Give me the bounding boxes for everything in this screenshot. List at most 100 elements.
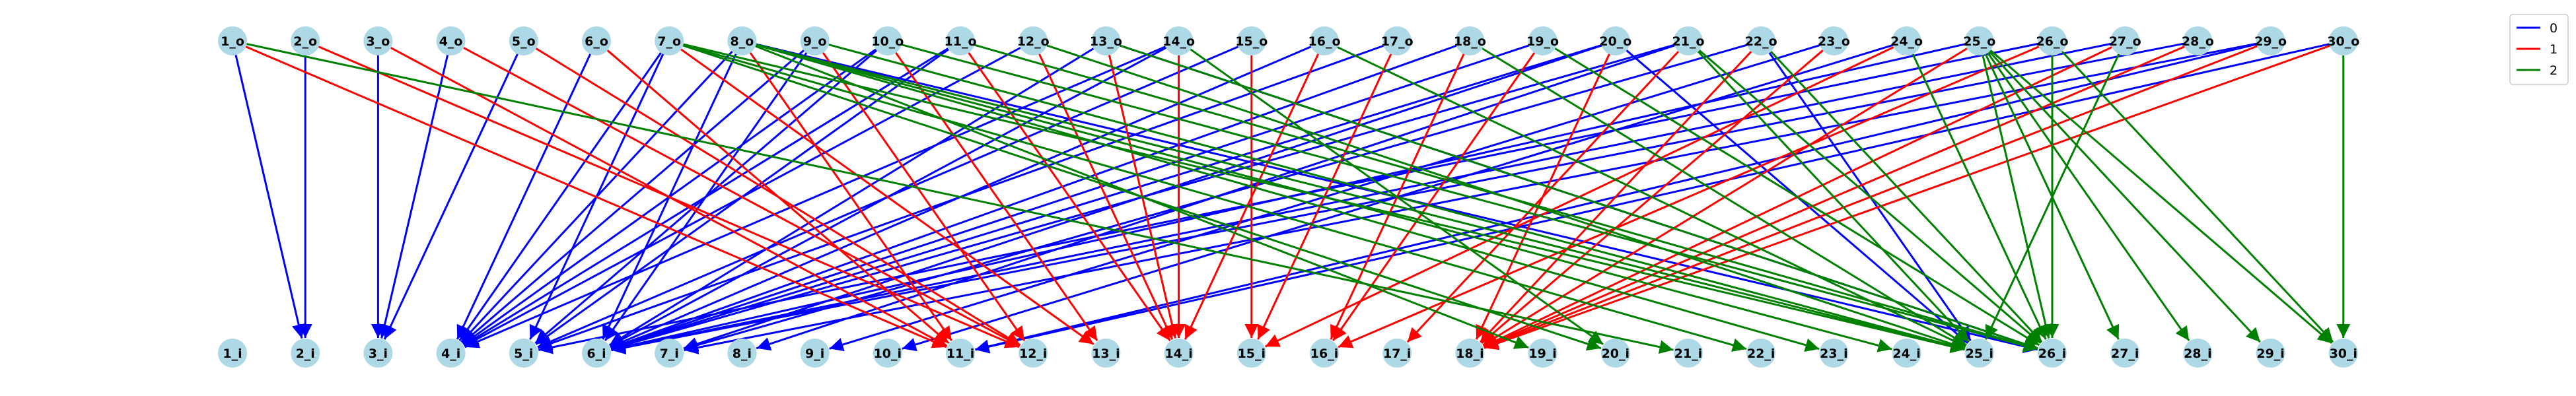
node-label: 30_o [2327, 34, 2359, 49]
node-label: 17_i [1383, 346, 1411, 361]
top-node-22_o: 22_o [1745, 26, 1777, 55]
node-label: 14_i [1164, 346, 1192, 361]
node-circle [363, 339, 393, 368]
node-label: 19_o [1526, 34, 1559, 49]
top-node-3_o: 3_o [363, 26, 393, 55]
edge-21o-17i [1406, 51, 1680, 343]
legend-label-0: 0 [2550, 21, 2558, 36]
legend-items: 012 [2517, 21, 2558, 78]
node-label: 23_o [1818, 34, 1850, 49]
top-node-16_o: 16_o [1308, 26, 1341, 55]
top-node-29_o: 29_o [2254, 26, 2287, 55]
top-node-20_o: 20_o [1599, 26, 1631, 55]
node-label: 27_o [2109, 34, 2141, 49]
edge-14o-4i [464, 46, 1166, 348]
edge-22o-26i [1770, 51, 2043, 343]
node-label: 1_o [221, 34, 244, 49]
edge-27o-25i [1985, 53, 2120, 340]
edge-11o-14i [968, 52, 1171, 341]
node-circle [1019, 26, 1048, 55]
edge-7o-13i [680, 48, 1094, 345]
bottom-node-29_i: 29_i [2256, 339, 2285, 368]
node-circle [509, 26, 538, 55]
edge-19o-16i [1332, 52, 1536, 341]
top-node-14_o: 14_o [1163, 26, 1195, 55]
node-label: 29_i [2256, 346, 2284, 361]
bottom-node-17_i: 17_i [1382, 339, 1412, 368]
node-label: 10_i [874, 346, 902, 361]
bottom-node-28_i: 28_i [2183, 339, 2213, 368]
edge-24o-26i [1912, 53, 2047, 340]
node-label: 8_i [733, 346, 752, 361]
node-label: 6_i [587, 346, 606, 361]
node-circle [1382, 26, 1412, 55]
bottom-node-16_i: 16_i [1310, 339, 1339, 368]
node-circle [727, 26, 757, 55]
bottom-node-11_i: 11_i [946, 339, 975, 368]
node-label: 29_o [2254, 34, 2287, 49]
node-label: 28_i [2184, 346, 2211, 361]
edge-25o-29i [1988, 51, 2261, 343]
node-label: 11_o [945, 34, 977, 49]
top-node-6_o: 6_o [582, 26, 611, 55]
node-circle [1600, 26, 1630, 55]
node-circle [218, 26, 247, 55]
edge-8o-25i [756, 43, 1965, 353]
node-circle [800, 26, 830, 55]
bottom-node-26_i: 26_i [2038, 339, 2067, 368]
bottom-node-18_i: 18_i [1455, 339, 1485, 368]
node-circle [946, 26, 975, 55]
node-label: 26_o [2036, 34, 2069, 49]
bottom-node-14_i: 14_i [1164, 339, 1194, 368]
top-node-30_o: 30_o [2327, 26, 2359, 55]
node-label: 4_i [441, 346, 460, 361]
top-node-11_o: 11_o [945, 26, 977, 55]
node-circle [1964, 26, 1994, 55]
node-circle [582, 26, 611, 55]
top-node-8_o: 8_o [727, 26, 757, 55]
node-circle [946, 339, 975, 368]
bottom-node-27_i: 27_i [2110, 339, 2140, 368]
node-label: 3_o [367, 34, 390, 49]
node-label: 9_o [803, 34, 827, 49]
node-circle [1674, 339, 1703, 368]
bottom-node-10_i: 10_i [873, 339, 902, 368]
bottom-node-15_i: 15_i [1236, 339, 1266, 368]
top-node-13_o: 13_o [1090, 26, 1122, 55]
bottom-node-13_i: 13_i [1091, 339, 1121, 368]
edge-16o-25i [1337, 46, 1966, 348]
edge-4o-3i [378, 55, 449, 339]
bottom-node-1_i: 1_i [218, 339, 247, 368]
node-label: 5_o [512, 34, 536, 49]
legend: 012 [2509, 14, 2569, 85]
node-label: 7_o [657, 34, 681, 49]
node-circle [1746, 339, 1776, 368]
edge-6o-11i [606, 50, 950, 345]
node-label: 13_i [1092, 346, 1120, 361]
node-label: 10_o [871, 34, 904, 49]
node-circle [582, 339, 611, 368]
edge-25o-26i [1982, 55, 2053, 339]
bottom-node-2_i: 2_i [291, 339, 320, 368]
bottom-node-12_i: 12_i [1019, 339, 1048, 368]
node-label: 27_i [2111, 346, 2139, 361]
edge-9o-4i [462, 50, 805, 345]
node-label: 30_i [2330, 346, 2357, 361]
node-circle [655, 339, 684, 368]
top-node-1_o: 1_o [218, 26, 247, 55]
node-circle [1600, 339, 1630, 368]
edge-8o-23i [756, 44, 1820, 352]
node-label: 17_o [1381, 34, 1413, 49]
top-node-25_o: 25_o [1963, 26, 1995, 55]
top-node-7_o: 7_o [655, 26, 684, 55]
node-circle [2328, 339, 2358, 368]
node-circle [291, 339, 320, 368]
edge-26o-16i [1338, 46, 2040, 348]
node-label: 8_o [731, 34, 754, 49]
node-circle [655, 26, 684, 55]
edge-21o-25i [1697, 51, 1970, 343]
top-node-19_o: 19_o [1526, 26, 1559, 55]
node-label: 9_i [805, 346, 824, 361]
edge-7o-4i [458, 52, 662, 341]
